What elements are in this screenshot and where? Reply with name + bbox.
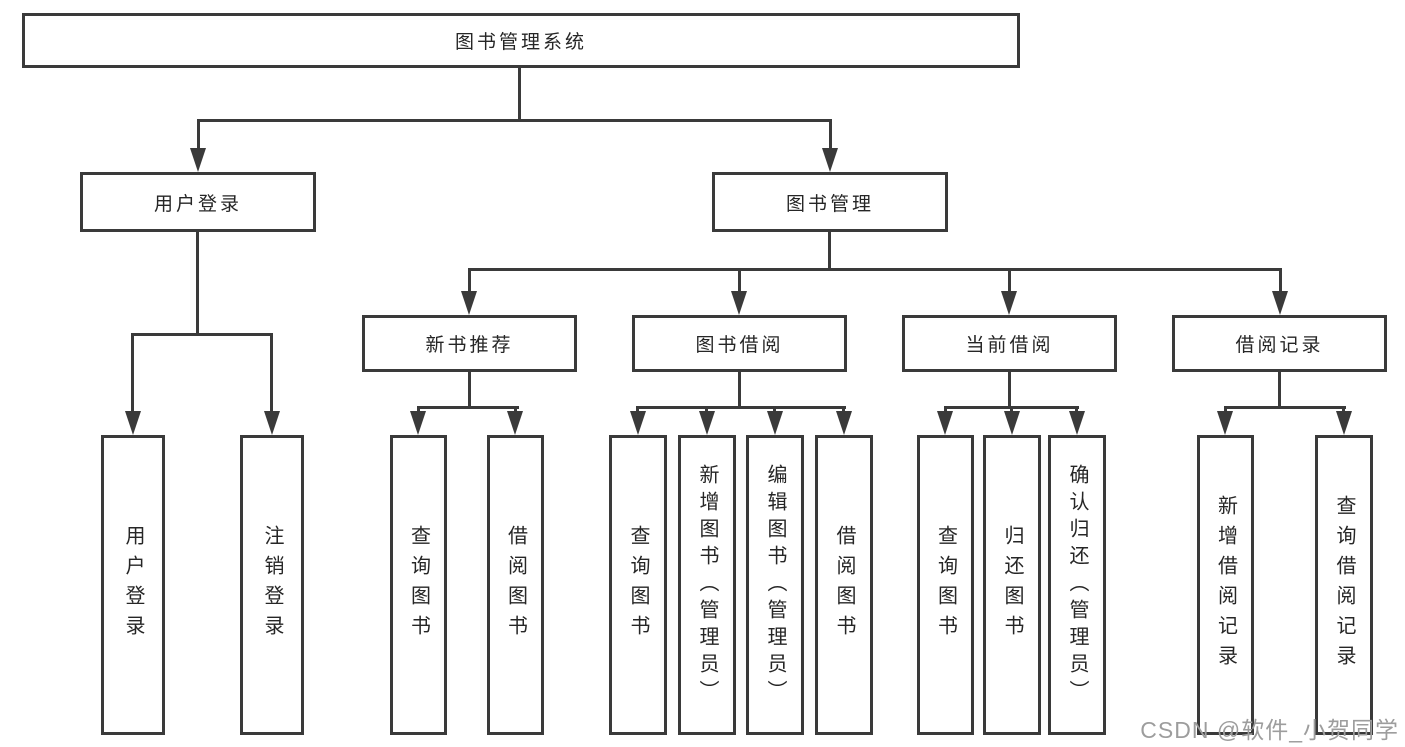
connector-line: [636, 406, 639, 415]
node-label: 编辑图书（管理员）: [764, 463, 786, 707]
arrow-down-icon: [1336, 411, 1352, 435]
node-label: 用户登录: [122, 525, 144, 645]
arrow-down-icon: [1069, 411, 1085, 435]
node-label: 查询图书: [627, 525, 649, 645]
arrow-down-icon: [264, 411, 280, 435]
arrow-down-icon: [507, 411, 523, 435]
arrow-down-icon: [630, 411, 646, 435]
connector-line: [944, 406, 947, 415]
arrow-down-icon: [1001, 291, 1017, 315]
node-label: 注销登录: [261, 525, 283, 645]
connector-line: [417, 406, 519, 409]
connector-line: [1279, 268, 1282, 294]
connector-line: [1224, 406, 1346, 409]
connector-line: [468, 268, 471, 294]
connector-line: [468, 268, 1282, 271]
leaf-query-borrow-record: 查询借阅记录: [1315, 435, 1373, 735]
arrow-down-icon: [937, 411, 953, 435]
connector-line: [1010, 406, 1013, 415]
connector-line: [738, 268, 741, 294]
leaf-query-book-borrow: 查询图书: [609, 435, 667, 735]
arrow-down-icon: [822, 148, 838, 172]
connector-line: [131, 333, 134, 413]
node-label: 查询借阅记录: [1333, 495, 1355, 675]
connector-line: [829, 119, 832, 151]
arrow-down-icon: [461, 291, 477, 315]
leaf-add-borrow-record: 新增借阅记录: [1197, 435, 1254, 735]
leaf-query-book-recommend: 查询图书: [390, 435, 447, 735]
node-label: 确认归还（管理员）: [1066, 463, 1088, 707]
node-book-borrow: 图书借阅: [632, 315, 847, 372]
node-label: 图书借阅: [695, 335, 784, 356]
node-label: 借阅图书: [833, 525, 855, 645]
arrow-down-icon: [836, 411, 852, 435]
node-label: 新增借阅记录: [1214, 495, 1237, 675]
node-borrow-record: 借阅记录: [1172, 315, 1387, 372]
leaf-return-book: 归还图书: [983, 435, 1041, 735]
connector-line: [514, 406, 517, 415]
node-new-book-recommend: 新书推荐: [362, 315, 577, 372]
arrow-down-icon: [1272, 291, 1288, 315]
leaf-borrow-book-recommend: 借阅图书: [487, 435, 544, 735]
connector-line: [197, 119, 832, 122]
leaf-borrow-book: 借阅图书: [815, 435, 873, 735]
node-label: 图书管理: [785, 193, 874, 215]
connector-line: [1342, 406, 1345, 415]
connector-line: [417, 406, 420, 415]
node-label: 查询图书: [407, 525, 430, 645]
connector-line: [1008, 372, 1011, 409]
connector-line: [1224, 406, 1227, 415]
connector-line: [738, 372, 741, 409]
node-library-system: 图书管理系统: [22, 13, 1020, 68]
arrow-down-icon: [1217, 411, 1233, 435]
node-label: 新书推荐: [425, 335, 514, 356]
leaf-user-login: 用户登录: [101, 435, 165, 735]
connector-line: [1075, 406, 1078, 415]
connector-line: [705, 406, 708, 415]
connector-line: [131, 333, 273, 336]
connector-line: [828, 232, 831, 271]
connector-line: [518, 68, 521, 121]
arrow-down-icon: [190, 148, 206, 172]
arrow-down-icon: [1004, 411, 1020, 435]
connector-line: [197, 119, 200, 151]
connector-line: [196, 232, 199, 336]
connector-line: [773, 406, 776, 415]
node-label: 借阅图书: [504, 525, 527, 645]
connector-line: [842, 406, 845, 415]
leaf-edit-book-admin: 编辑图书（管理员）: [746, 435, 804, 735]
csdn-watermark: CSDN @软件_小贺同学: [1140, 717, 1399, 743]
node-label: 归还图书: [1001, 525, 1023, 645]
arrow-down-icon: [731, 291, 747, 315]
node-label: 借阅记录: [1235, 335, 1324, 356]
leaf-logout: 注销登录: [240, 435, 304, 735]
connector-line: [1008, 268, 1011, 294]
node-label: 用户登录: [153, 193, 242, 215]
node-label: 查询图书: [934, 525, 957, 645]
connector-line: [636, 406, 846, 409]
leaf-confirm-return-admin: 确认归还（管理员）: [1048, 435, 1106, 735]
node-book-management: 图书管理: [712, 172, 948, 232]
arrow-down-icon: [699, 411, 715, 435]
connector-line: [1278, 372, 1281, 409]
arrow-down-icon: [410, 411, 426, 435]
connector-line: [468, 372, 471, 409]
connector-line: [270, 333, 273, 413]
leaf-add-book-admin: 新增图书（管理员）: [678, 435, 736, 735]
arrow-down-icon: [767, 411, 783, 435]
node-label: 图书管理系统: [454, 32, 587, 53]
arrow-down-icon: [125, 411, 141, 435]
node-user-login: 用户登录: [80, 172, 316, 232]
leaf-query-book-current: 查询图书: [917, 435, 974, 735]
node-label: 新增图书（管理员）: [696, 463, 718, 707]
node-current-borrow: 当前借阅: [902, 315, 1117, 372]
node-label: 当前借阅: [965, 335, 1054, 356]
